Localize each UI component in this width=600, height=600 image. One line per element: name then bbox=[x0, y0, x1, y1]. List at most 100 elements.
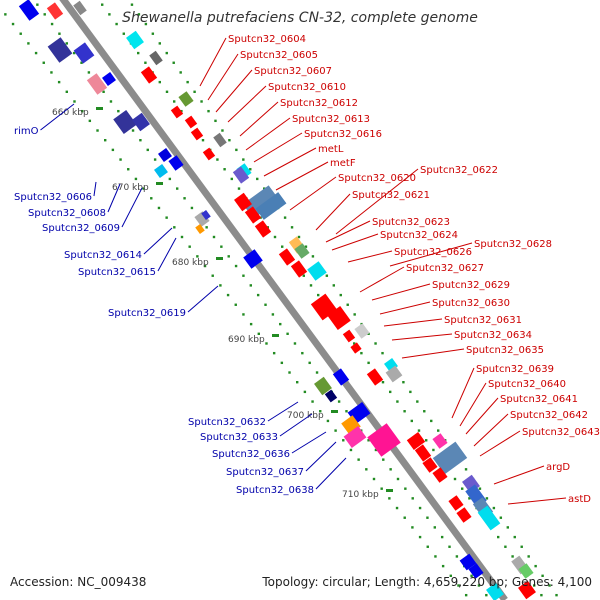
tick-dot bbox=[453, 477, 457, 481]
reverse-gene-label: Sputcn32_0608 bbox=[28, 208, 106, 219]
tick-dot bbox=[326, 419, 330, 423]
tick-dot bbox=[339, 293, 342, 297]
gene-feature bbox=[432, 441, 468, 475]
tick-dot bbox=[265, 342, 268, 345]
gene-feature bbox=[432, 433, 448, 449]
kbp-tick-mark bbox=[96, 107, 103, 110]
tick-dot bbox=[461, 487, 464, 490]
tick-dot bbox=[168, 177, 172, 181]
tick-dot bbox=[430, 419, 433, 423]
forward-gene-label: Sputcn32_0623 bbox=[372, 217, 450, 228]
leader-line bbox=[331, 233, 379, 251]
gene-feature bbox=[324, 389, 338, 403]
tick-dot bbox=[342, 439, 345, 442]
gene-feature bbox=[254, 220, 272, 238]
tick-dot bbox=[65, 90, 68, 93]
tick-dot bbox=[283, 216, 287, 219]
leader-line bbox=[121, 187, 143, 228]
tick-dot bbox=[176, 187, 179, 190]
leader-line bbox=[401, 348, 465, 359]
tick-dot bbox=[214, 119, 217, 123]
tick-dot bbox=[433, 526, 436, 529]
tick-dot bbox=[186, 80, 189, 84]
reverse-gene-label: Sputcn32_0633 bbox=[200, 432, 278, 443]
tick-dot bbox=[183, 197, 186, 200]
forward-gene-label: astD bbox=[568, 494, 591, 505]
tick-dot bbox=[301, 351, 304, 355]
forward-gene-label: Sputcn32_0612 bbox=[280, 98, 358, 109]
tick-dot bbox=[357, 458, 360, 461]
tick-dot bbox=[426, 545, 429, 548]
tick-dot bbox=[506, 526, 509, 529]
tick-dot bbox=[404, 487, 407, 490]
leader-line bbox=[325, 220, 371, 243]
tick-dot bbox=[131, 129, 135, 132]
tick-dot bbox=[409, 390, 412, 394]
accession-text: Accession: NC_009438 bbox=[10, 575, 147, 589]
tick-dot bbox=[50, 71, 53, 74]
tick-dot bbox=[249, 168, 252, 171]
tick-dot bbox=[80, 109, 84, 113]
tick-dot bbox=[256, 177, 259, 181]
gene-feature bbox=[201, 210, 211, 220]
forward-gene-label: Sputcn32_0631 bbox=[444, 315, 522, 326]
tick-dot bbox=[478, 487, 482, 490]
tick-dot bbox=[173, 100, 176, 103]
gene-feature bbox=[366, 368, 384, 386]
leader-line bbox=[239, 101, 279, 137]
tick-dot bbox=[134, 177, 138, 181]
tick-dot bbox=[382, 458, 385, 461]
leader-line bbox=[199, 37, 227, 87]
gene-feature bbox=[448, 495, 464, 511]
tick-dot bbox=[367, 332, 370, 335]
kbp-tick-mark bbox=[216, 257, 223, 260]
tick-dot bbox=[309, 284, 313, 287]
tick-dot bbox=[353, 313, 356, 316]
gene-feature bbox=[456, 507, 472, 523]
tick-dot bbox=[367, 361, 370, 365]
gene-feature bbox=[178, 91, 194, 107]
gene-feature bbox=[342, 329, 356, 343]
tick-dot bbox=[533, 584, 536, 587]
forward-gene-label: Sputcn32_0621 bbox=[352, 190, 430, 201]
tick-dot bbox=[367, 439, 370, 442]
gene-feature bbox=[468, 563, 484, 579]
forward-gene-label: Sputcn32_0616 bbox=[304, 129, 382, 140]
tick-dot bbox=[520, 545, 523, 548]
gene-feature bbox=[73, 0, 87, 16]
gene-feature bbox=[140, 66, 158, 84]
tick-dot bbox=[311, 255, 315, 258]
kbp-tick-mark bbox=[156, 182, 163, 185]
tick-dot bbox=[288, 371, 291, 374]
tick-dot bbox=[411, 497, 414, 500]
tick-dot bbox=[381, 351, 384, 355]
tick-dot bbox=[196, 255, 199, 258]
gene-feature bbox=[294, 243, 310, 259]
tick-dot bbox=[353, 342, 356, 345]
gene-feature bbox=[255, 192, 287, 220]
tick-dot bbox=[142, 187, 145, 190]
kbp-label: 700 kbp bbox=[287, 411, 324, 421]
tick-dot bbox=[108, 13, 111, 16]
gene-feature bbox=[314, 376, 332, 396]
leader-line bbox=[227, 85, 267, 123]
gene-feature bbox=[350, 342, 362, 354]
leader-line bbox=[379, 301, 431, 315]
reverse-gene-label: Sputcn32_0638 bbox=[236, 485, 314, 496]
leader-line bbox=[389, 242, 473, 267]
tick-dot bbox=[130, 3, 134, 6]
tick-dot bbox=[158, 42, 161, 45]
tick-dot bbox=[293, 342, 297, 345]
tick-dot bbox=[360, 351, 363, 355]
tick-dot bbox=[346, 303, 349, 306]
tick-dot bbox=[172, 61, 175, 64]
tick-dot bbox=[349, 448, 353, 452]
tick-dot bbox=[122, 32, 125, 35]
gene-feature bbox=[234, 192, 252, 212]
forward-gene-label: Sputcn32_0629 bbox=[432, 280, 510, 291]
gene-feature bbox=[385, 365, 403, 383]
tick-dot bbox=[418, 535, 422, 539]
gene-feature bbox=[113, 110, 137, 134]
gene-feature bbox=[307, 261, 327, 281]
forward-gene-label: Sputcn32_0635 bbox=[466, 345, 544, 356]
